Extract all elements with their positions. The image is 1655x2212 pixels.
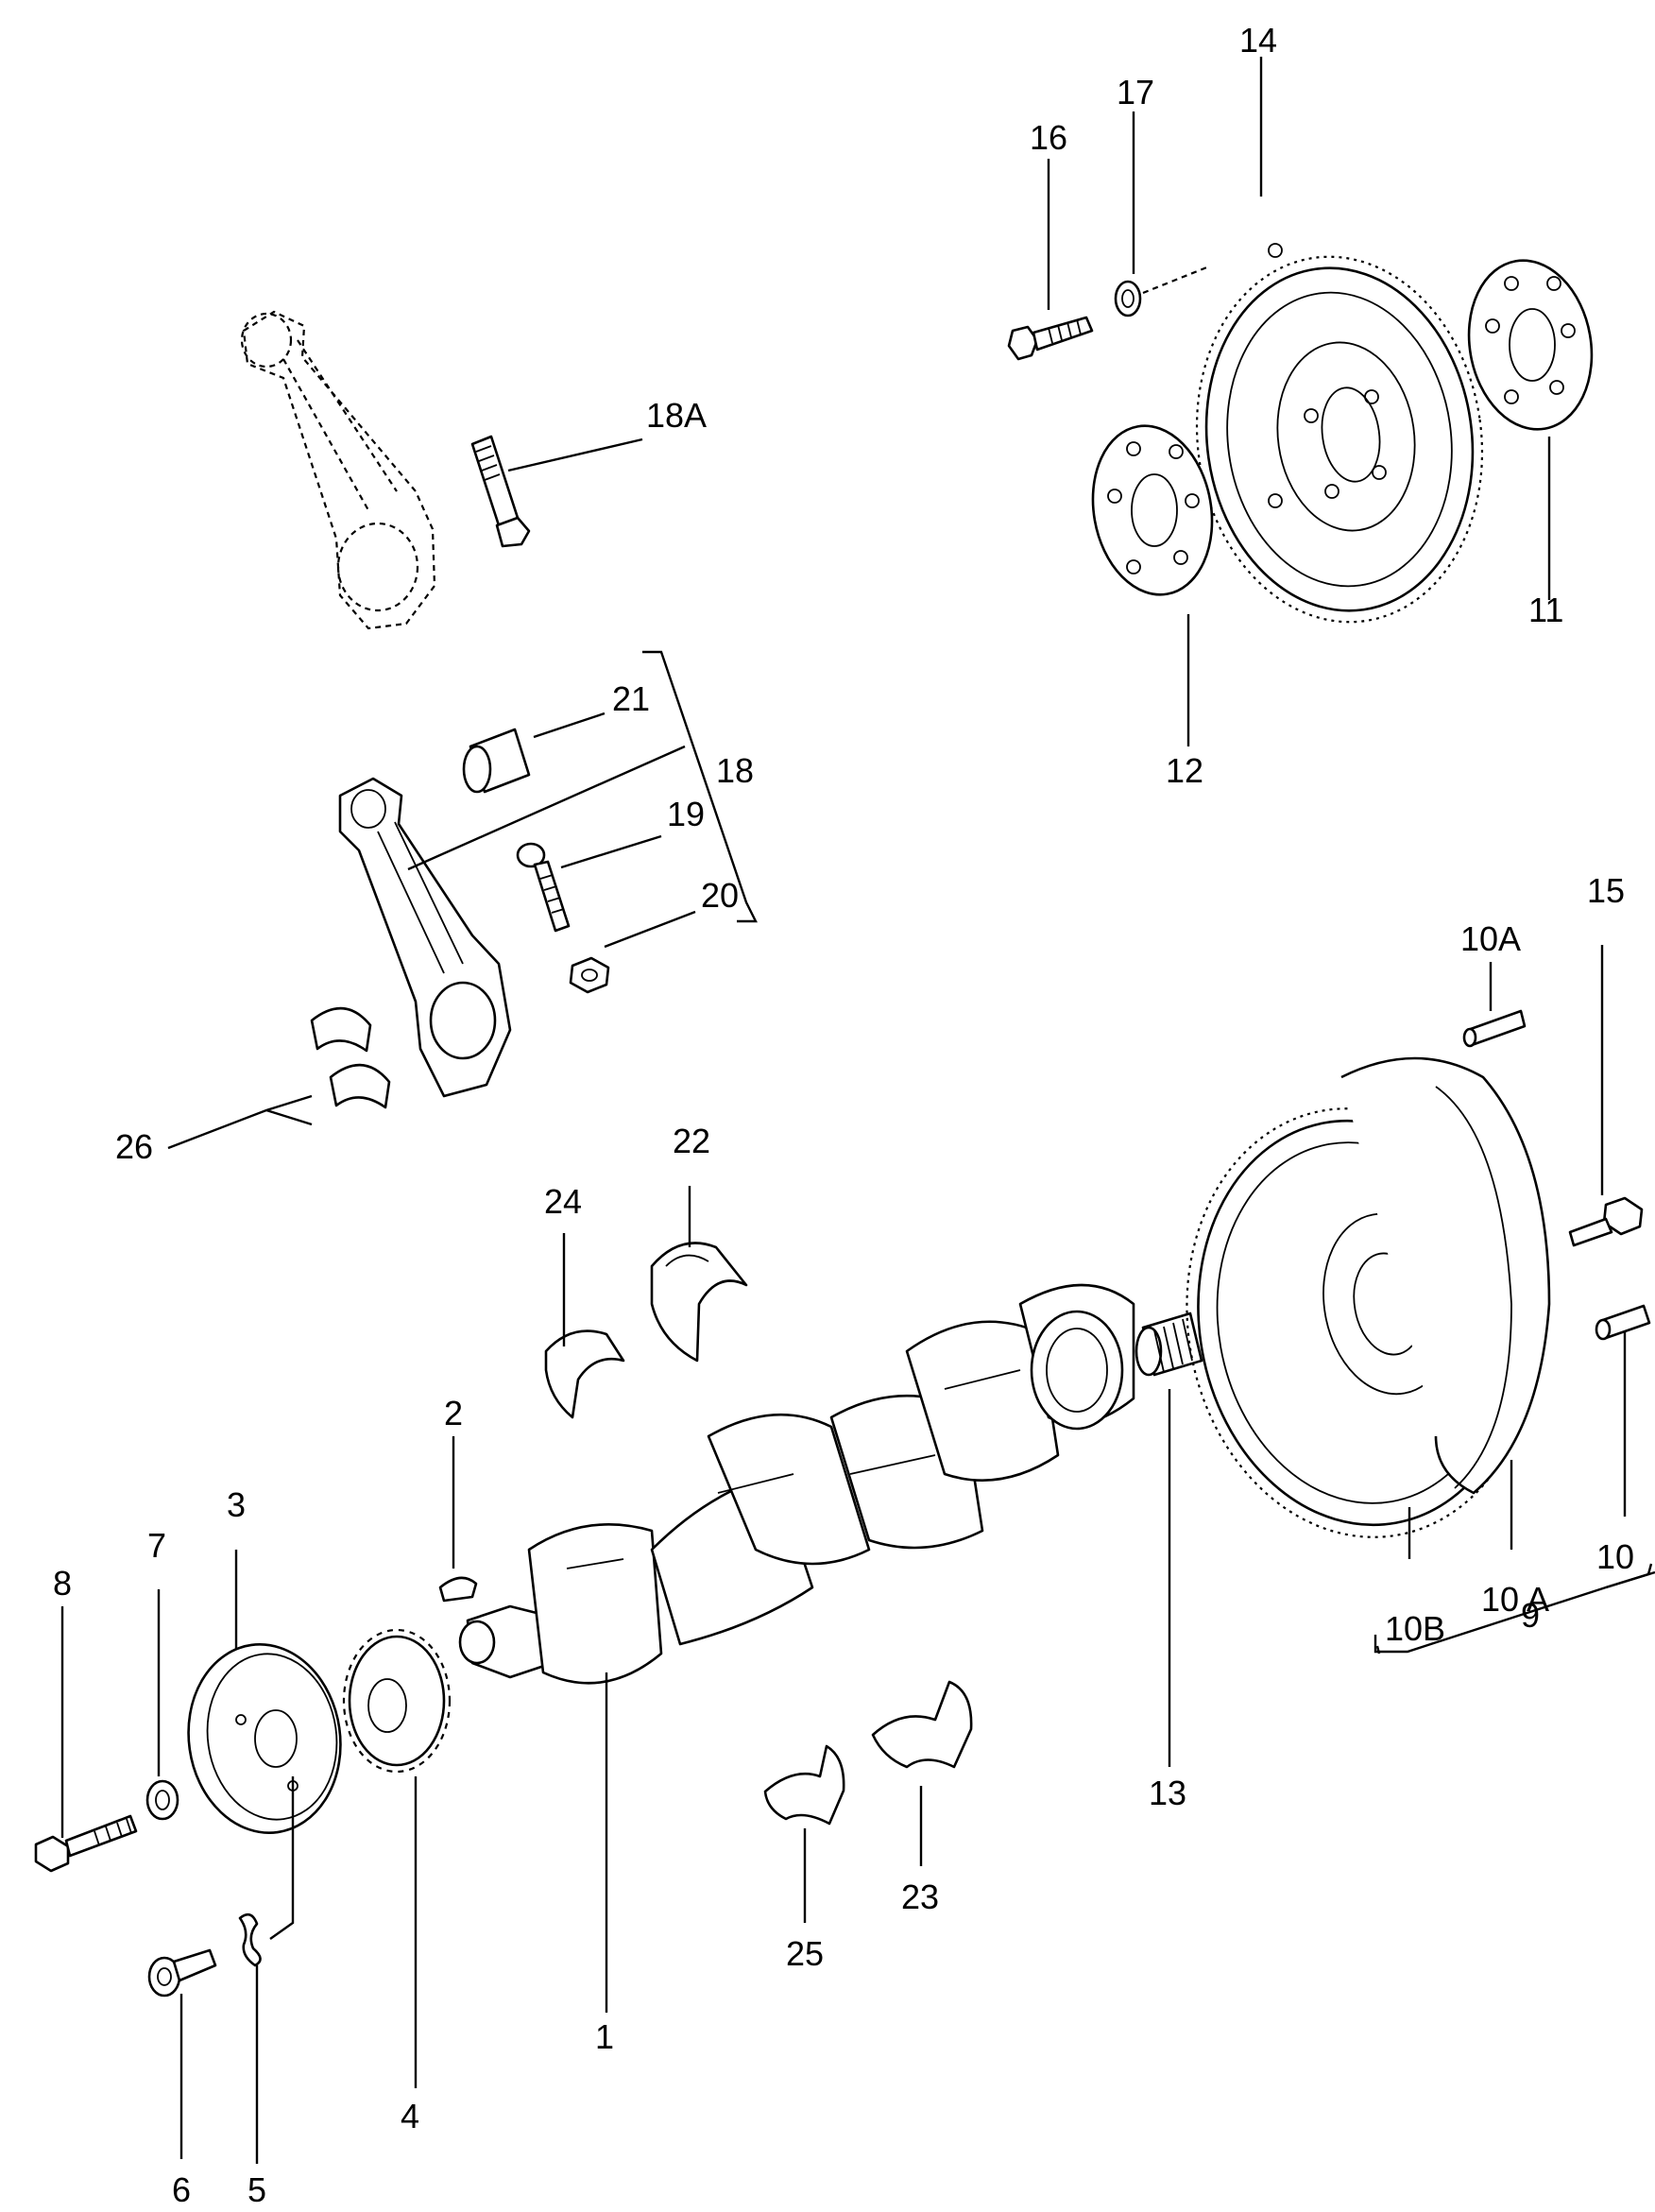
flywheel-part-14 — [1195, 243, 1484, 624]
leader-lines — [60, 57, 1655, 2164]
crankshaft-part-1 — [458, 1283, 1135, 1685]
callout-25: 25 — [786, 1934, 824, 1973]
key-part-2 — [438, 1576, 478, 1603]
callout-9: 9 — [1521, 1596, 1540, 1635]
callout-5: 5 — [247, 2170, 266, 2209]
bolt-part-15 — [1568, 1196, 1644, 1247]
callout-14: 14 — [1239, 21, 1277, 60]
flywheel-part-10A — [1340, 1056, 1551, 1495]
washer-part-7 — [145, 1779, 179, 1821]
bearing-shell-part-25 — [763, 1744, 845, 1826]
leader-18 — [407, 745, 686, 871]
screw-part-6 — [147, 1948, 217, 1998]
callout-11: 11 — [1528, 591, 1563, 629]
bolt-part-16 — [1007, 316, 1094, 361]
callout-15: 15 — [1587, 871, 1625, 910]
bolt-part-18A — [470, 435, 531, 548]
washer-part-17 — [1114, 280, 1142, 317]
callout-7: 7 — [147, 1526, 166, 1565]
bearing-shell-part-22 — [650, 1242, 748, 1363]
bolt-part-19 — [516, 842, 571, 933]
dowel-part-10A — [1462, 1009, 1527, 1048]
nut-part-20 — [569, 956, 610, 994]
bracket-18 — [642, 650, 758, 923]
bushing-part-21 — [462, 728, 531, 794]
callout-19: 19 — [667, 795, 705, 833]
callout-2: 2 — [444, 1394, 463, 1432]
callout-6: 6 — [172, 2170, 191, 2209]
callout-10: 10 — [1596, 1537, 1634, 1576]
callout-12: 12 — [1166, 751, 1203, 790]
connecting-rod-part-18 — [338, 777, 512, 1098]
callout-20: 20 — [701, 876, 739, 915]
callout-3: 3 — [227, 1485, 246, 1524]
assembly-line — [1142, 265, 1210, 295]
callout-10A-top: 10A — [1460, 919, 1521, 958]
callout-17: 17 — [1117, 73, 1154, 111]
callout-26: 26 — [115, 1127, 153, 1166]
callout-21: 21 — [612, 679, 650, 718]
callout-13: 13 — [1149, 1774, 1186, 1812]
callout-4: 4 — [401, 2097, 419, 2135]
bearing-shell-part-23 — [871, 1680, 973, 1769]
bearing-shell-part-26 — [310, 1006, 391, 1109]
pulley-part-3 — [187, 1643, 342, 1834]
plate-part-11 — [1467, 259, 1594, 431]
callout-1: 1 — [595, 2017, 614, 2056]
callout-18: 18 — [716, 751, 754, 790]
plate-part-12 — [1091, 424, 1214, 596]
callout-22: 22 — [673, 1122, 710, 1160]
callout-labels: 14 17 16 18A 11 12 21 18 19 20 15 10A 26… — [53, 21, 1634, 2209]
bearing-shell-part-24 — [544, 1329, 625, 1419]
callout-8: 8 — [53, 1564, 72, 1603]
callout-10A-bottom: 10 A — [1481, 1580, 1549, 1619]
callout-16: 16 — [1030, 118, 1067, 157]
bolt-part-8 — [34, 1814, 138, 1873]
callout-23: 23 — [901, 1878, 939, 1916]
callout-18A: 18A — [646, 396, 707, 435]
connecting-rod-ghost — [240, 310, 436, 630]
callout-10B: 10B — [1385, 1609, 1445, 1648]
dowel-part-10 — [1595, 1304, 1651, 1341]
clip-part-5 — [238, 1912, 262, 1967]
needle-bearing-part-13 — [1135, 1312, 1203, 1377]
sprocket-part-4 — [342, 1628, 452, 1774]
callout-24: 24 — [544, 1182, 582, 1221]
